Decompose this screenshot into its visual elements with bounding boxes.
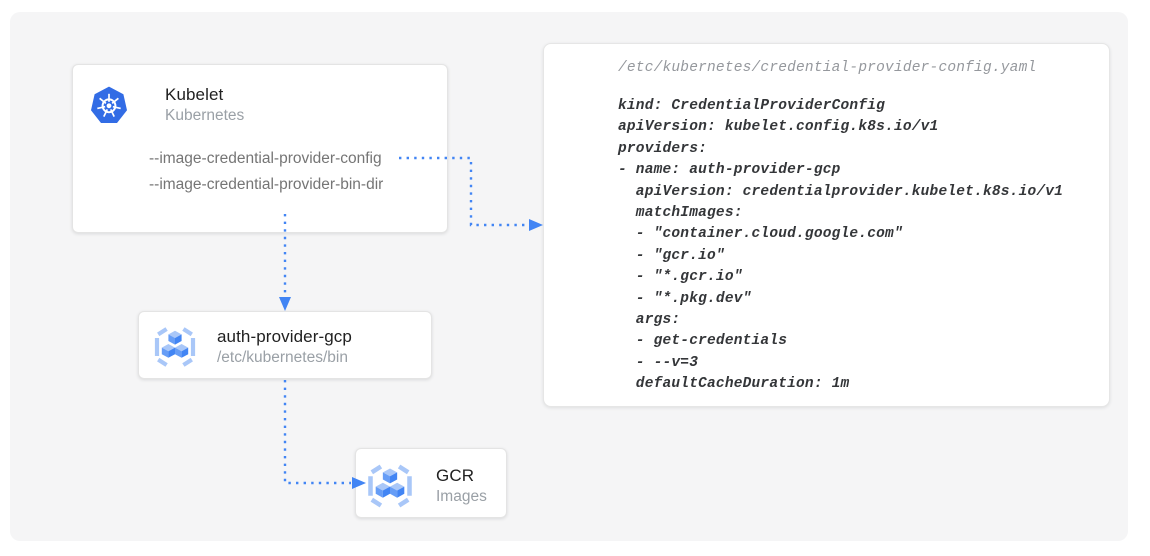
code-panel: /etc/kubernetes/credential-provider-conf…: [543, 43, 1110, 407]
code-yaml-content: kind: CredentialProviderConfig apiVersio…: [618, 98, 1064, 393]
kubelet-subtitle: Kubernetes: [165, 107, 245, 124]
kubelet-title: Kubelet: [165, 85, 224, 104]
gcr-icon: [151, 323, 199, 371]
gcr-subtitle: Images: [436, 488, 487, 505]
auth-provider-header: auth-provider-gcp /etc/kubernetes/bin: [139, 312, 431, 371]
gcr-icon: [364, 460, 416, 512]
kubernetes-icon: [89, 85, 129, 125]
auth-provider-title: auth-provider-gcp: [217, 327, 352, 346]
code-file-path: /etc/kubernetes/credential-provider-conf…: [618, 60, 1037, 76]
gcr-header: GCR Images: [356, 449, 506, 512]
kubelet-header: Kubelet Kubernetes: [73, 65, 447, 126]
auth-provider-titles: auth-provider-gcp /etc/kubernetes/bin: [217, 326, 352, 368]
flag-image-credential-provider-config: --image-credential-provider-config: [149, 150, 382, 167]
flag-image-credential-provider-bin-dir: --image-credential-provider-bin-dir: [149, 176, 384, 193]
node-auth-provider-gcp: auth-provider-gcp /etc/kubernetes/bin: [138, 311, 432, 379]
kubelet-flags: --image-credential-provider-config --ima…: [149, 146, 383, 198]
gcr-titles: GCR Images: [436, 465, 487, 507]
node-gcr: GCR Images: [355, 448, 507, 518]
kubelet-titles: Kubelet Kubernetes: [165, 84, 244, 126]
node-kubelet: Kubelet Kubernetes --image-credential-pr…: [72, 64, 448, 233]
auth-provider-subtitle: /etc/kubernetes/bin: [217, 349, 348, 366]
gcr-title: GCR: [436, 466, 475, 485]
